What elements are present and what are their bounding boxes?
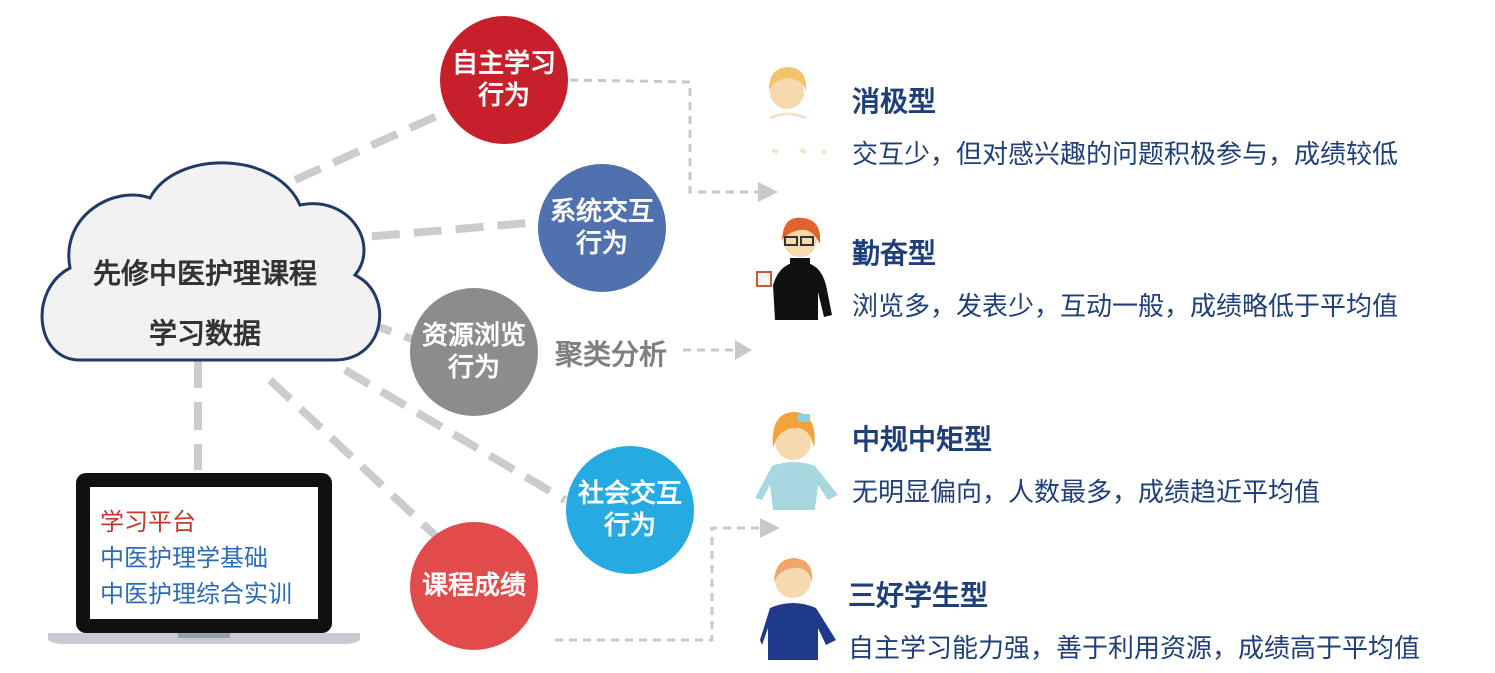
connector-cloud-social-interaction (342, 366, 568, 504)
laptop-notch (178, 633, 230, 638)
behavior-self-study: 自主学习 行为 (440, 16, 568, 144)
behavior-social-interaction: 社会交互 行为 (566, 446, 694, 574)
type-passive-desc: 交互少，但对感兴趣的问题积极参与，成绩较低 (852, 140, 1399, 170)
behavior-system-interaction: 系统交互 行为 (538, 164, 666, 292)
cluster-analysis-label: 聚类分析 (555, 338, 668, 371)
arrow-self-study-to-types (569, 78, 760, 194)
behavior-resource-browsing: 资源浏览 行为 (410, 288, 538, 416)
behavior-course-grade: 课程成绩 (410, 522, 538, 650)
connector-cloud-system-interaction (329, 218, 541, 244)
type-top-desc: 自主学习能力强，善于利用资源，成绩高于平均值 (848, 634, 1421, 664)
passive-student-avatar (768, 67, 826, 154)
connector-cloud-course-grade (267, 377, 443, 543)
laptop-screen (90, 487, 318, 619)
cloud-shape (40, 161, 382, 362)
cloud-title-line2: 学习数据 (148, 317, 261, 350)
top-student-avatar (760, 558, 836, 660)
arrowhead-bottom (760, 518, 780, 538)
type-passive-title: 消极型 (852, 85, 937, 118)
arrow-grade-to-types (555, 526, 762, 642)
average-student-avatar (755, 412, 838, 510)
type-top-title: 三好学生型 (848, 579, 989, 612)
type-average-title: 中规中矩型 (852, 423, 993, 456)
laptop-course-2: 中医护理综合实训 (100, 580, 292, 608)
type-average-desc: 无明显偏向，人数最多，成绩趋近平均值 (852, 478, 1321, 508)
laptop-platform-label: 学习平台 (100, 508, 196, 536)
laptop-course-1: 中医护理学基础 (100, 544, 268, 572)
diligent-student-avatar (756, 217, 832, 320)
cloud-title-line1: 先修中医护理课程 (92, 257, 317, 290)
laptop-base (48, 633, 360, 644)
connector-cloud-self-study (293, 106, 452, 184)
arrowhead-middle (735, 340, 752, 360)
type-diligent-title: 勤奋型 (852, 237, 937, 270)
type-diligent-desc: 浏览多，发表少，互动一般，成绩略低于平均值 (852, 292, 1399, 322)
arrowhead-top (758, 182, 778, 202)
